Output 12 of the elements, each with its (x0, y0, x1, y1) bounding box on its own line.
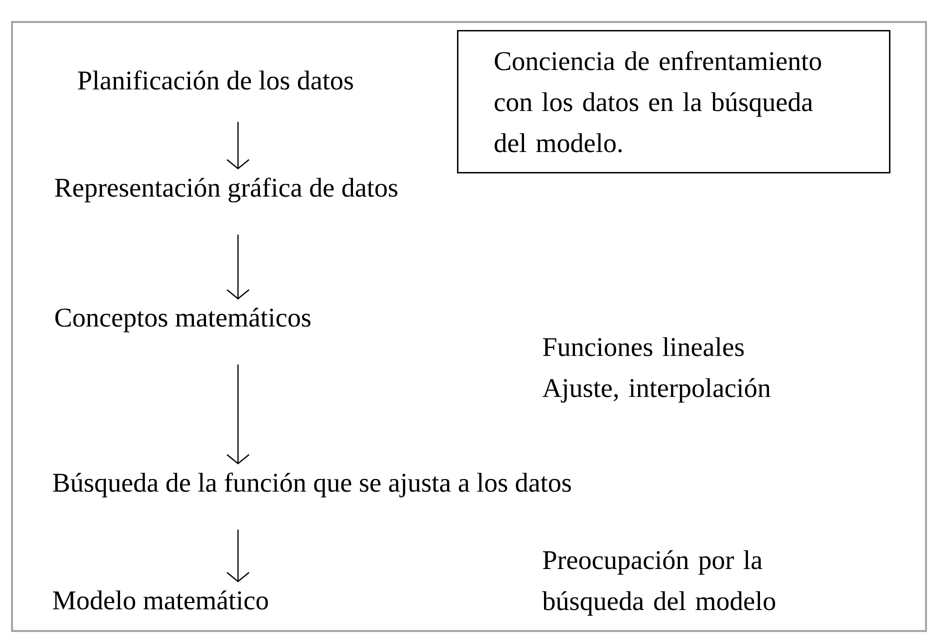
step-text: Búsqueda de la función que se ajusta a los datos (53, 472, 571, 498)
note-text: Preocupación por la búsqueda del modelo (542, 550, 776, 616)
note-text: Funciones lineales Ajuste, interpolación (542, 337, 770, 403)
arrow (226, 364, 250, 464)
step-text: Modelo matemático (53, 590, 268, 610)
step-text: Representación gráfica de datos (55, 178, 398, 202)
text-box: Conciencia de enfrentamiento con los datos en la búsqueda del modelo. (457, 30, 890, 174)
arrow (226, 234, 250, 300)
arrow (226, 122, 250, 170)
arrow (226, 530, 250, 582)
step-text: Conceptos matemáticos (55, 308, 310, 332)
step-text: Planificación de los datos (78, 70, 353, 90)
